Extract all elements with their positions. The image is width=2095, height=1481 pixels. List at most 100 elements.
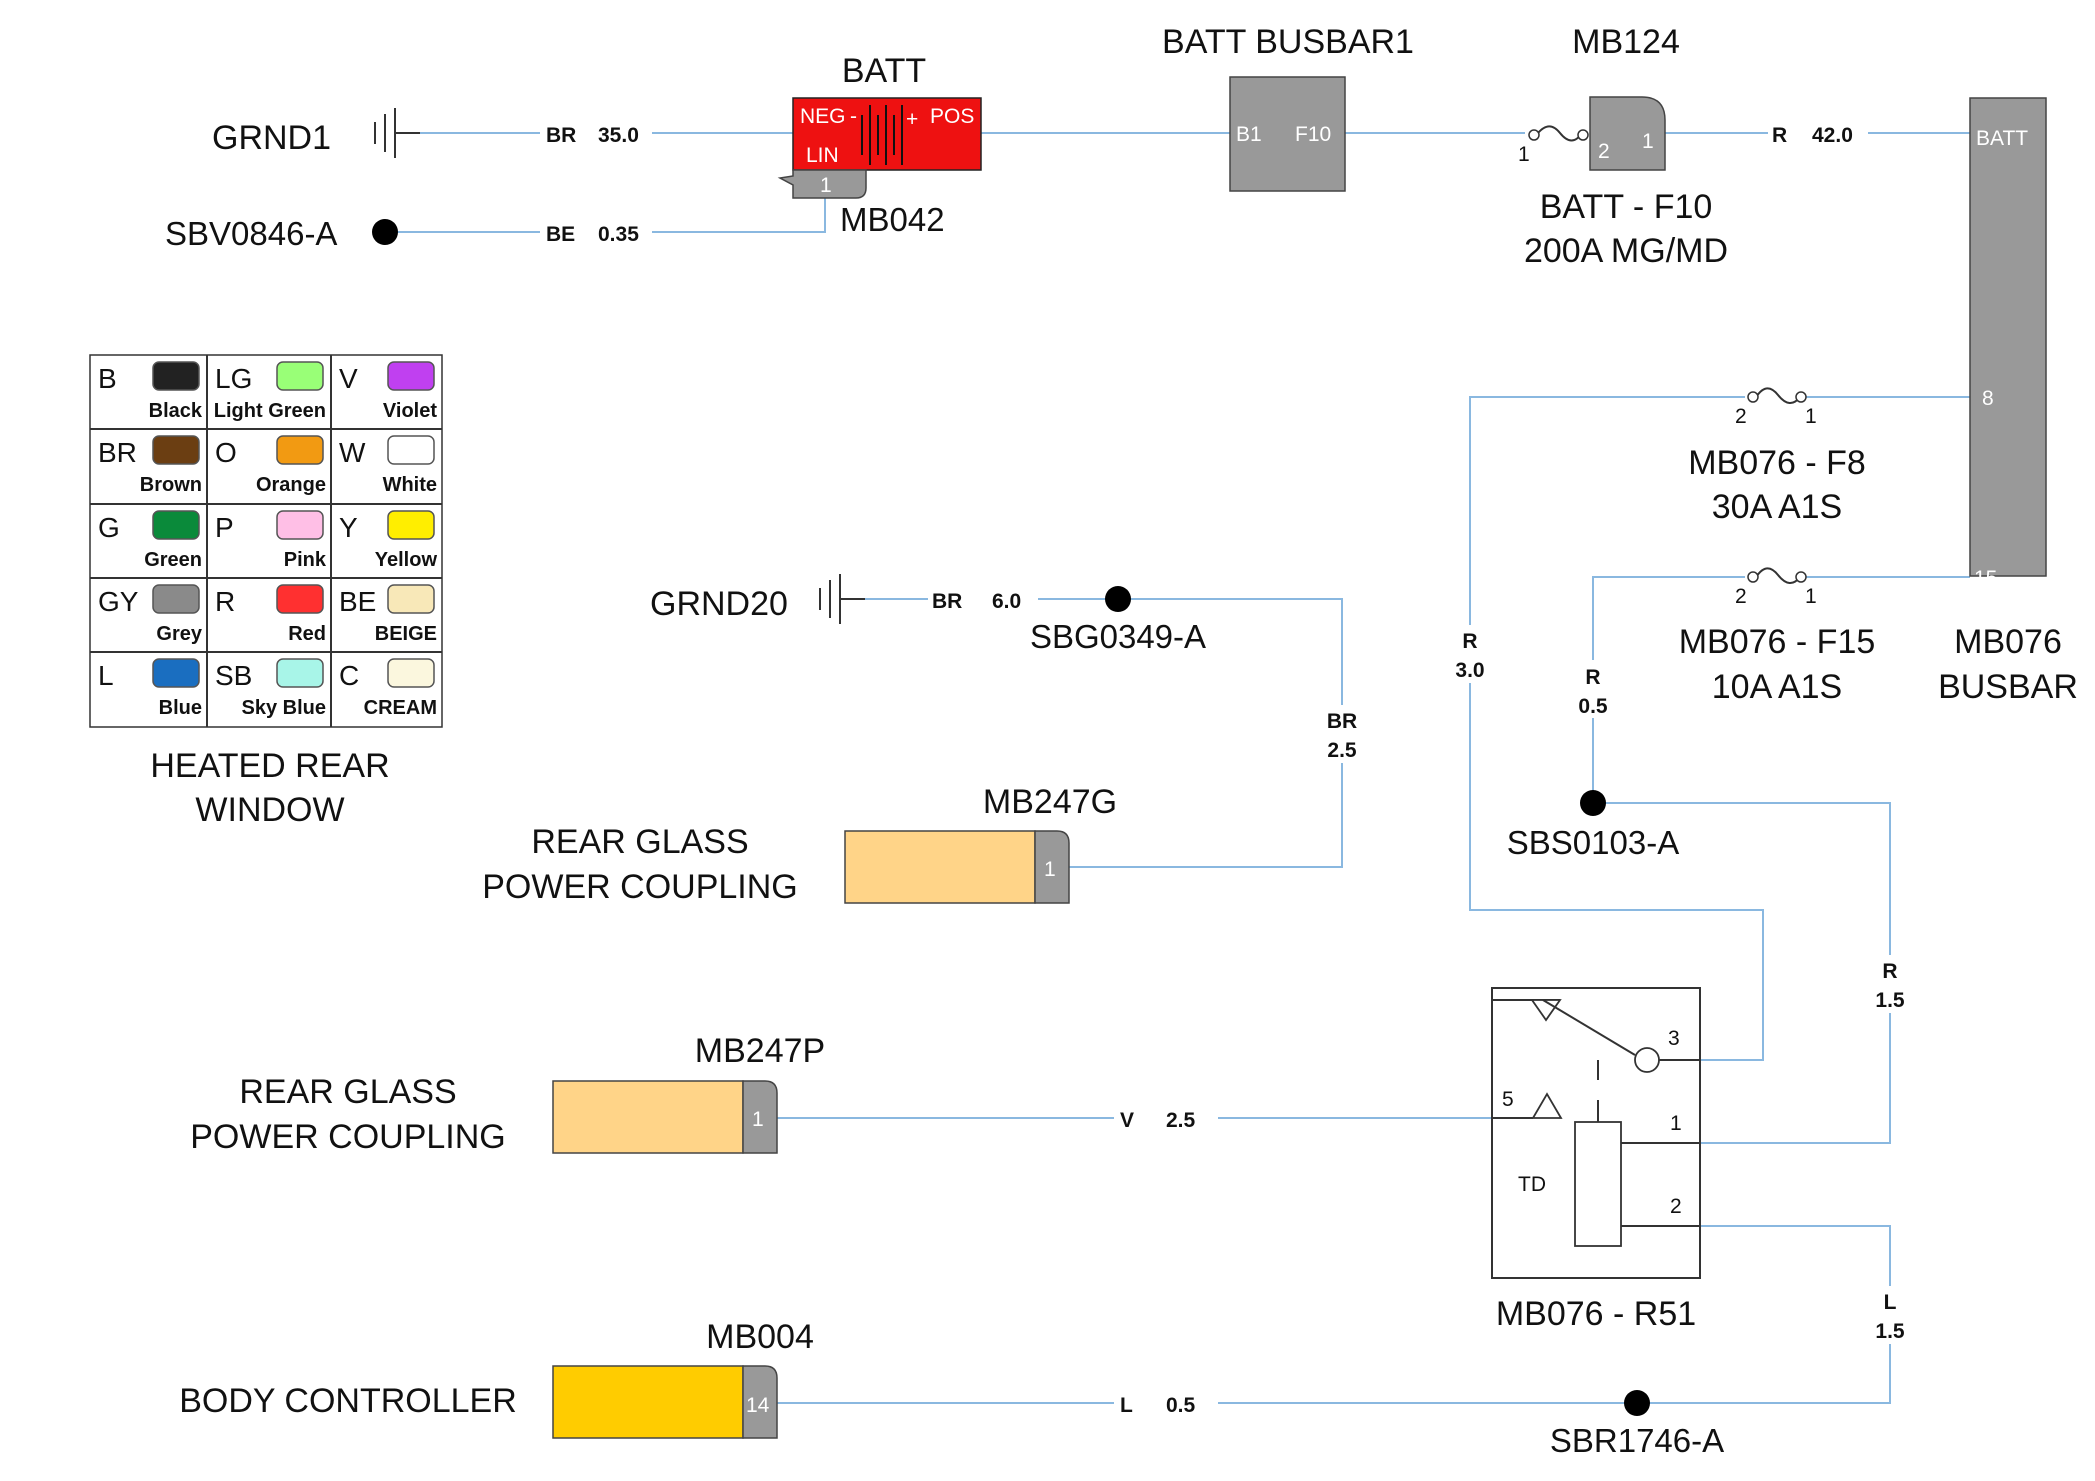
splice-sbv0846: SBV0846-A bbox=[165, 215, 398, 252]
legend-swatch bbox=[387, 510, 435, 540]
splice-dot bbox=[1580, 790, 1606, 816]
connector-mb042 bbox=[777, 169, 867, 199]
ground-label: GRND1 bbox=[212, 119, 331, 157]
connector-pin: 1 bbox=[752, 1108, 764, 1131]
legend-name: Grey bbox=[156, 623, 202, 645]
legend-name: Orange bbox=[256, 474, 326, 496]
splice-dot bbox=[372, 219, 398, 245]
busbar-pin: 15 bbox=[1974, 567, 1997, 590]
legend-swatch bbox=[387, 361, 435, 391]
busbar-pin: 8 bbox=[1982, 387, 1994, 410]
batt-busbar1: BATT BUSBAR1 B1 F10 bbox=[1162, 23, 1414, 192]
battery: BATT NEG POS LIN - + 1 MB042 bbox=[777, 52, 982, 238]
connector-mb247g: MB247G 1 REAR GLASS POWER COUPLING bbox=[482, 783, 1117, 906]
busbar-body bbox=[1969, 97, 2047, 577]
relay-label: MB076 - R51 bbox=[1496, 1295, 1696, 1333]
wire-label-color: BR bbox=[1327, 710, 1357, 733]
legend-code: L bbox=[98, 660, 114, 691]
battery-cells-icon bbox=[861, 105, 903, 165]
connector-body bbox=[552, 1365, 744, 1439]
legend-swatch bbox=[276, 658, 324, 688]
legend-swatch bbox=[152, 658, 200, 688]
connector-pin: 1 bbox=[1642, 130, 1654, 153]
wire-label-color: R bbox=[1462, 630, 1477, 653]
wire-label-size: 2.5 bbox=[1327, 739, 1357, 762]
wire-label-size: 1.5 bbox=[1875, 1320, 1905, 1343]
relay-pin: 2 bbox=[1670, 1195, 1682, 1218]
connector-pin: 14 bbox=[746, 1394, 770, 1417]
wire-f15-sbs bbox=[1592, 576, 1745, 803]
fuse-icon bbox=[1534, 125, 1583, 142]
ground-grnd1: GRND1 bbox=[212, 108, 420, 158]
legend-swatch bbox=[276, 361, 324, 391]
wire-label-color: R bbox=[1772, 124, 1787, 147]
relay-r51: TD 3 5 1 2 MB076 - R51 bbox=[1491, 987, 1701, 1333]
wire-label-size: 3.0 bbox=[1455, 659, 1484, 682]
connector-label: MB042 bbox=[840, 201, 945, 238]
battery-plus-sign: + bbox=[906, 108, 918, 131]
wire-label-color: R bbox=[1882, 960, 1897, 983]
legend-frame bbox=[89, 354, 443, 728]
wire-label-color: R bbox=[1585, 666, 1600, 689]
wire-label-color: BE bbox=[546, 223, 575, 246]
relay-pin: 3 bbox=[1668, 1027, 1680, 1050]
busbar-pin: BATT bbox=[1976, 127, 2028, 150]
fuse-label-line1: MB076 - F15 bbox=[1679, 623, 1876, 661]
wires bbox=[385, 132, 1970, 1404]
connector-label: MB004 bbox=[706, 1318, 814, 1356]
legend-name: Sky Blue bbox=[242, 697, 326, 719]
fuse-label-line1: MB076 - F8 bbox=[1688, 444, 1866, 482]
legend-code: C bbox=[339, 660, 359, 691]
battery-pos-label: POS bbox=[930, 105, 974, 128]
wire-label-size: 6.0 bbox=[992, 590, 1021, 613]
fuse-label-line1: BATT - F10 bbox=[1540, 188, 1713, 226]
fuse-label-line2: 10A A1S bbox=[1712, 668, 1842, 706]
ground-icon bbox=[819, 574, 865, 624]
relay-pin: 1 bbox=[1670, 1112, 1682, 1135]
wire-label-size: 42.0 bbox=[1812, 124, 1853, 147]
component-name-line1: REAR GLASS bbox=[531, 823, 748, 861]
relay-pin: 5 bbox=[1502, 1088, 1514, 1111]
legend-swatch bbox=[387, 658, 435, 688]
connector-body bbox=[552, 1080, 744, 1154]
connector-pin: 2 bbox=[1598, 140, 1610, 163]
legend-code: W bbox=[339, 437, 366, 468]
diagram-title-line1: HEATED REAR bbox=[150, 747, 389, 785]
mb124: MB124 1 2 1 BATT - F10 200A MG/MD bbox=[1518, 23, 1728, 270]
fuse-f15: 2 1 MB076 - F15 10A A1S bbox=[1679, 567, 1876, 706]
legend-swatch bbox=[152, 361, 200, 391]
battery-minus-sign: - bbox=[850, 105, 857, 128]
fuse-f8: 2 1 MB076 - F8 30A A1S bbox=[1688, 387, 1866, 526]
splice-sbs0103: SBS0103-A bbox=[1507, 790, 1679, 861]
wire-label-color: L bbox=[1120, 1394, 1133, 1417]
legend-name: Violet bbox=[383, 400, 437, 422]
splice-dot bbox=[1105, 586, 1131, 612]
busbar1-title: BATT BUSBAR1 bbox=[1162, 23, 1414, 61]
legend-code: BE bbox=[339, 586, 376, 617]
wire-label-size: 35.0 bbox=[598, 124, 639, 147]
legend-code: BR bbox=[98, 437, 137, 468]
connector-pin-block bbox=[1034, 830, 1070, 904]
battery-title: BATT bbox=[842, 52, 926, 90]
legend-code: G bbox=[98, 512, 120, 543]
splice-label: SBG0349-A bbox=[1030, 618, 1206, 655]
wire-labels: BR 35.0 BE 0.35 R 42.0 BR 6.0 BR 2.5 R 3… bbox=[540, 120, 1914, 1417]
component-name-line2: POWER COUPLING bbox=[190, 1118, 505, 1156]
component-name-line1: REAR GLASS bbox=[239, 1073, 456, 1111]
busbar-label-line1: MB076 bbox=[1954, 623, 2062, 661]
legend-name: CREAM bbox=[364, 697, 437, 719]
connector-label: MB247P bbox=[695, 1032, 825, 1070]
legend-code: LG bbox=[215, 363, 252, 394]
legend-name: Brown bbox=[140, 474, 202, 496]
